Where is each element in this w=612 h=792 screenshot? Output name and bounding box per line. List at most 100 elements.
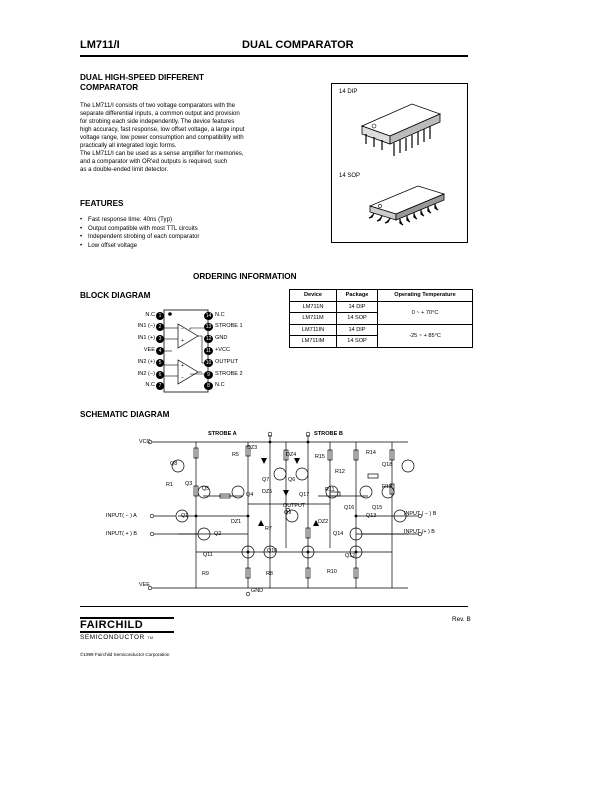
pin-number: 14 — [204, 312, 213, 320]
logo-text: FAIRCHILD — [80, 619, 144, 631]
q16-label: Q16 — [344, 505, 355, 511]
input-plus-a-label: INPUT( + ) B — [106, 531, 137, 537]
description-heading-line: COMPARATOR — [80, 83, 139, 92]
sop-label: 14 SOP — [339, 173, 361, 179]
device-cell: LM711N — [289, 300, 337, 313]
package-box: 14 DIP 14 SOP — [331, 83, 468, 243]
column-header: Operating Temperature — [377, 289, 473, 302]
pin-label: N.C — [145, 382, 155, 388]
sop-package-image — [368, 185, 446, 226]
ordering-table: Device Package Operating Temperature LM7… — [289, 289, 473, 348]
block-diagram-heading: BLOCK DIAGRAM — [80, 291, 151, 300]
features-list: Fast response time: 40ns (Typ) Output co… — [80, 216, 199, 250]
temperature-cell: 0 ~ + 70°C — [377, 300, 473, 325]
r9-label: R9 — [202, 571, 209, 577]
r5-label: R5 — [232, 452, 239, 458]
pin-label: IN2 (−) — [137, 371, 155, 377]
q8-label: Q8 — [170, 461, 178, 467]
pin-number: 4 — [156, 347, 164, 355]
pin-number: 1 — [156, 312, 164, 320]
pin-label: VEE — [143, 347, 155, 353]
r15-label: R15 — [315, 454, 325, 460]
description-line: and a comparator with OR'ed outputs is r… — [80, 158, 228, 165]
features-heading: FEATURES — [80, 199, 124, 208]
r11-label: R11 — [325, 487, 335, 493]
pin-number: 7 — [156, 382, 164, 390]
package-cell: 14 DIP — [336, 300, 378, 313]
r7-label: R7 — [265, 526, 272, 532]
pin-number: 13 — [204, 323, 213, 331]
q14-label: Q14 — [333, 531, 344, 537]
pin-label: +VCC — [215, 347, 231, 353]
pin-number: 11 — [204, 347, 213, 355]
block-diagram: − + + − — [163, 309, 209, 393]
q17-label: Q17 — [299, 492, 310, 498]
description-line: The LM711/I consists of two voltage comp… — [80, 102, 236, 109]
pin-label: N.C — [145, 312, 155, 318]
page-title: DUAL COMPARATOR — [242, 39, 354, 51]
description-line: for strobing each side independently. Th… — [80, 118, 235, 125]
package-cell: 14 SOP — [336, 335, 378, 348]
q18-label: Q18 — [382, 462, 393, 468]
table-row: LM711N 14 DIP 0 ~ + 70°C — [289, 300, 473, 325]
q6-label: Q6 — [288, 477, 296, 483]
pin-number: 8 — [204, 382, 213, 390]
dip-label: 14 DIP — [339, 89, 358, 95]
q4-label: Q4 — [246, 492, 254, 498]
r14-label: R14 — [366, 450, 376, 456]
schematic-heading: SCHEMATIC DIAGRAM — [80, 410, 170, 419]
feature-item: Independent strobing of each comparator — [88, 233, 199, 242]
description-heading-line: DUAL HIGH-SPEED DIFFERENT — [80, 73, 205, 82]
table-row: LM711IM 14 SOP — [289, 335, 473, 348]
vee-label: VEE — [139, 582, 150, 588]
description-line: as a double-ended limit detector. — [80, 166, 169, 173]
q2-label: Q2 — [214, 531, 222, 537]
q11-label: Q11 — [203, 552, 213, 558]
pin-label: IN1 (−) — [137, 323, 155, 329]
q1-label: Q1 — [181, 513, 189, 519]
header-rule — [80, 55, 468, 57]
table-header-row: Device Package Operating Temperature — [289, 289, 473, 302]
column-header: Package — [336, 289, 378, 302]
vcc-label: VCC — [139, 439, 151, 445]
description-line: separate differential inputs, a common o… — [80, 110, 240, 117]
trademark-mark: TM — [147, 636, 154, 640]
pin-label: IN2 (+) — [137, 359, 155, 365]
r13-label: R13 — [382, 484, 392, 490]
column-header: Device — [289, 289, 337, 302]
q13-label: Q13 — [366, 513, 377, 519]
schematic-diagram — [147, 431, 423, 597]
dz5-label: DZ5 — [262, 489, 273, 495]
dz4-label: DZ4 — [286, 452, 297, 458]
pin-number: 2 — [156, 323, 164, 331]
dip-package-image — [360, 103, 442, 156]
q3-label: Q3 — [185, 481, 193, 487]
pin-label: STROBE 2 — [215, 371, 243, 377]
fairchild-logo: FAIRCHILD SEMICONDUCTOR TM — [80, 617, 174, 641]
q5-label: Q5 — [202, 486, 210, 492]
description-line: voltage range, low power consumption and… — [80, 134, 244, 141]
dz2-label: DZ2 — [318, 519, 329, 525]
strobe-b-label: STROBE B — [314, 431, 343, 437]
description-line: high accuracy, fast response, low offset… — [80, 126, 245, 133]
pin-number: 5 — [156, 359, 164, 367]
input-minus-b-label: INPUT ( − ) B — [404, 511, 437, 517]
description-heading: DUAL HIGH-SPEED DIFFERENT COMPARATOR — [80, 73, 204, 93]
device-cell: LM711M — [289, 312, 337, 325]
table-row: LM711IN 14 DIP -25 ~ + 85°C — [289, 323, 473, 348]
temperature-cell: -25 ~ + 85°C — [377, 323, 473, 348]
revision: Rev. B — [452, 616, 471, 623]
svg-text:+: + — [181, 363, 184, 369]
pin-number: 12 — [204, 335, 213, 343]
pin-number: 6 — [156, 371, 164, 379]
q7-label: Q7 — [262, 477, 270, 483]
pin-label: GND — [215, 335, 228, 341]
device-cell: LM711IM — [289, 335, 337, 348]
pin-number: 3 — [156, 335, 164, 343]
pin-label: N.C — [215, 312, 225, 318]
pin-label: IN1 (+) — [137, 335, 155, 341]
footer-rule — [80, 606, 468, 607]
strobe-a-label: STROBE A — [208, 431, 237, 437]
q9-label: Q9 — [284, 510, 292, 516]
pin-label: OUTPUT — [215, 359, 238, 365]
